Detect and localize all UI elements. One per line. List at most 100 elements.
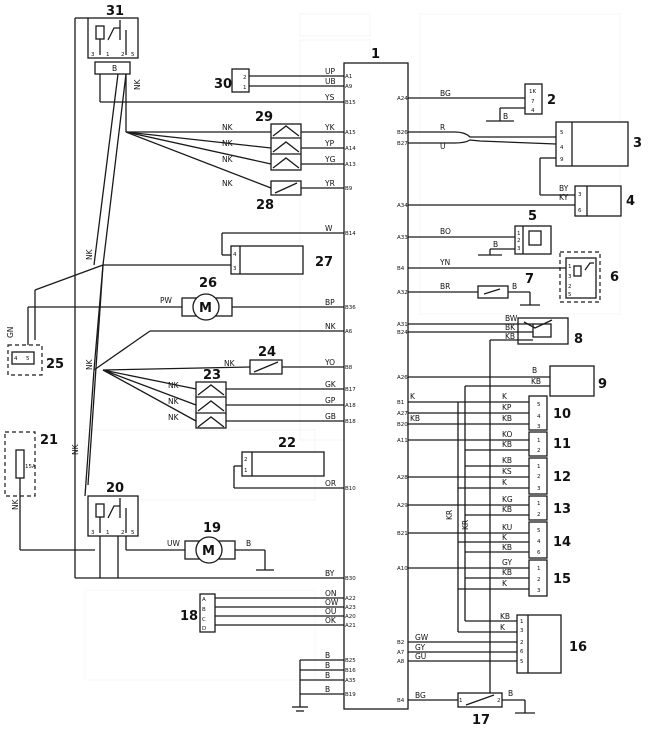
ecu-pin-label: B36 bbox=[345, 305, 356, 311]
wire-label: ON bbox=[325, 589, 337, 598]
component-number: 18 bbox=[180, 609, 198, 624]
component-number: 31 bbox=[106, 4, 124, 19]
ecu-pin-label: B27 bbox=[397, 141, 408, 147]
ecu-pin-label: B30 bbox=[345, 576, 356, 582]
svg-text:2: 2 bbox=[568, 284, 572, 290]
svg-text:4: 4 bbox=[537, 539, 541, 545]
component-11: 12 11 bbox=[528, 431, 571, 457]
svg-text:NK: NK bbox=[224, 359, 236, 368]
component-number: 6 bbox=[610, 270, 619, 285]
svg-text:GY: GY bbox=[502, 558, 512, 567]
component-8: 8 bbox=[408, 317, 583, 700]
component-number: 24 bbox=[258, 345, 276, 360]
component-29: 29 NK NK NK bbox=[222, 110, 344, 171]
svg-text:NK: NK bbox=[168, 381, 180, 390]
svg-text:15A: 15A bbox=[25, 464, 36, 470]
svg-text:3: 3 bbox=[517, 246, 521, 252]
component-number: 21 bbox=[40, 433, 58, 448]
svg-text:KR: KR bbox=[461, 520, 470, 530]
svg-text:1: 1 bbox=[517, 231, 521, 237]
svg-text:1: 1 bbox=[568, 264, 572, 270]
component-27: 43 27 bbox=[221, 232, 344, 275]
svg-text:KS: KS bbox=[502, 467, 512, 476]
right-pins: A24B26B27A34A33B4A32A31B24A26B1A27B20A11… bbox=[397, 96, 429, 704]
ecu-pin-label: B4 bbox=[397, 698, 405, 704]
component-number: 7 bbox=[525, 272, 534, 287]
svg-text:B: B bbox=[532, 366, 537, 375]
component-30: 21 30 bbox=[214, 68, 344, 93]
component-21: 15A 21 bbox=[4, 431, 95, 551]
ecu-pin-label: B21 bbox=[397, 531, 408, 537]
ecu-pin-label: A21 bbox=[345, 623, 356, 629]
svg-text:KB: KB bbox=[502, 414, 512, 423]
svg-text:M: M bbox=[202, 544, 215, 559]
wire-label: YK bbox=[324, 123, 336, 132]
ecu-pin-label: A7 bbox=[397, 650, 405, 656]
svg-text:BW: BW bbox=[505, 314, 518, 323]
svg-text:4: 4 bbox=[14, 356, 18, 362]
svg-text:KB: KB bbox=[502, 456, 512, 465]
wire-label: B bbox=[325, 651, 330, 660]
wire-label: BG bbox=[415, 691, 426, 700]
ecu-pin-label: A35 bbox=[345, 678, 356, 684]
ecu-pin-label: A15 bbox=[345, 130, 356, 136]
ecu-pin-label: A29 bbox=[397, 503, 408, 509]
svg-text:NK: NK bbox=[11, 498, 20, 510]
svg-text:GN: GN bbox=[6, 327, 15, 338]
left-pins: A1UPA9UBB15YSA15YKA14YPA13YGB9YRB14WB36B… bbox=[324, 67, 356, 698]
svg-text:B: B bbox=[202, 607, 206, 613]
wire-label: YS bbox=[324, 93, 335, 102]
svg-text:NK: NK bbox=[222, 139, 234, 148]
component-number: 15 bbox=[553, 572, 571, 587]
svg-text:6: 6 bbox=[520, 649, 524, 655]
component-number: 5 bbox=[528, 209, 537, 224]
ecu-pin-label: A8 bbox=[397, 659, 405, 665]
svg-text:2: 2 bbox=[121, 530, 125, 536]
wire-label: OU bbox=[325, 607, 336, 616]
svg-text:2: 2 bbox=[517, 238, 521, 244]
svg-text:3: 3 bbox=[91, 52, 95, 58]
svg-text:5: 5 bbox=[131, 530, 135, 536]
svg-text:B: B bbox=[508, 689, 513, 698]
svg-text:KU: KU bbox=[502, 523, 512, 532]
ecu-pin-label: A34 bbox=[397, 203, 408, 209]
svg-text:KG: KG bbox=[502, 495, 513, 504]
svg-text:3: 3 bbox=[568, 274, 572, 280]
component-6: 13 25 6 bbox=[408, 251, 619, 303]
ecu-pin-label: B15 bbox=[345, 100, 356, 106]
svg-text:NK: NK bbox=[222, 123, 234, 132]
svg-text:1: 1 bbox=[106, 52, 110, 58]
ecu-pin-label: B10 bbox=[345, 486, 356, 492]
svg-text:B: B bbox=[512, 282, 517, 291]
svg-text:NK: NK bbox=[168, 413, 180, 422]
wire-label: GP bbox=[325, 396, 336, 405]
wire-label: GW bbox=[415, 633, 429, 642]
svg-text:KB: KB bbox=[502, 568, 512, 577]
component-14: 54 6 14 bbox=[528, 521, 571, 559]
ecu-pin-label: A11 bbox=[397, 438, 408, 444]
component-number: 10 bbox=[553, 407, 571, 422]
svg-text:B: B bbox=[246, 539, 251, 548]
svg-text:2: 2 bbox=[537, 577, 541, 583]
svg-text:K: K bbox=[500, 623, 506, 632]
ecu-pin-label: A27 bbox=[397, 411, 408, 417]
svg-text:U: U bbox=[440, 142, 446, 151]
svg-text:B: B bbox=[112, 64, 117, 73]
svg-text:KR: KR bbox=[445, 510, 454, 520]
svg-text:K: K bbox=[410, 392, 416, 401]
wire-label: GK bbox=[325, 380, 337, 389]
component-13: 12 13 bbox=[528, 495, 571, 521]
wire-label: UB bbox=[325, 77, 336, 86]
svg-text:3: 3 bbox=[537, 424, 541, 430]
svg-text:NK: NK bbox=[222, 155, 234, 164]
wires-left: NK NK NK NK NK bbox=[11, 17, 344, 579]
svg-text:6: 6 bbox=[537, 550, 541, 556]
component-number: 3 bbox=[633, 136, 642, 151]
svg-text:NK: NK bbox=[85, 358, 94, 370]
svg-text:4: 4 bbox=[233, 252, 237, 258]
svg-text:KB: KB bbox=[502, 505, 512, 514]
component-28: 28 NK bbox=[222, 179, 344, 213]
wire-label: YP bbox=[324, 139, 335, 148]
